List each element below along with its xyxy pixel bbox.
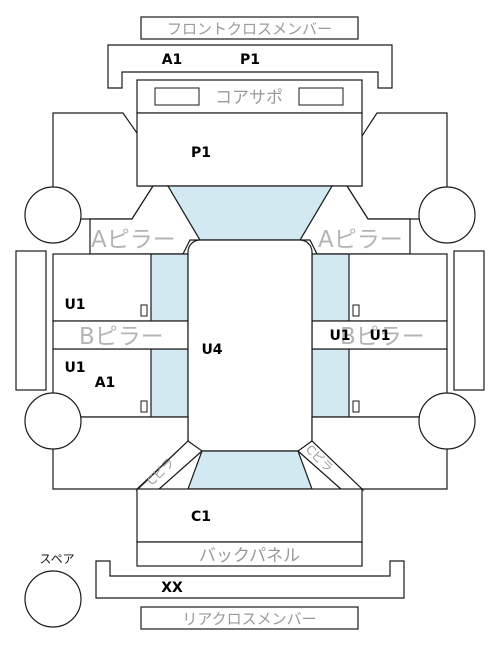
left-rear-door-handle — [140, 400, 148, 413]
left-side-mirror[interactable] — [15, 250, 47, 391]
roof-code: U4 — [201, 342, 222, 358]
left-front-door-handle — [140, 304, 148, 317]
right-rear-window — [311, 348, 350, 418]
left-front-door-code: U1 — [64, 297, 85, 313]
right-front-window — [311, 253, 350, 322]
right-b-pillar-label: Bピラー — [340, 324, 425, 350]
front-right-wheel[interactable] — [418, 186, 476, 244]
left-rear-window — [150, 348, 189, 418]
core-support-label: コアサポ — [215, 88, 283, 108]
rear-member-bracket[interactable] — [95, 560, 405, 599]
right-rear-door-handle — [352, 400, 360, 413]
rear-right-wheel[interactable] — [418, 392, 476, 450]
front-member-bracket[interactable] — [107, 44, 393, 89]
spare-label: スペア — [39, 552, 74, 566]
left-a-pillar-label: Aピラー — [91, 227, 176, 253]
front-cross-member-label: フロントクロスメンバー — [167, 20, 332, 38]
front-member-code-a: A1 — [162, 52, 183, 68]
right-headlight — [298, 87, 344, 106]
trunk-lid[interactable] — [136, 488, 363, 543]
right-side-mirror[interactable] — [453, 250, 485, 391]
rear-member-code: XX — [161, 580, 183, 596]
right-front-door-handle — [352, 304, 360, 317]
right-a-pillar-label: Aピラー — [318, 227, 403, 253]
back-panel-label: バックパネル — [199, 546, 300, 566]
left-front-window — [150, 253, 189, 322]
left-rear-door-code-u: U1 — [64, 360, 85, 376]
left-b-pillar[interactable] — [52, 320, 189, 350]
left-b-pillar-label: Bピラー — [79, 324, 164, 350]
rear-window — [187, 450, 313, 490]
hood-panel[interactable] — [136, 112, 363, 187]
front-cross-member-box[interactable] — [140, 16, 359, 40]
front-left-wheel[interactable] — [24, 186, 82, 244]
rear-cross-member-box[interactable] — [140, 606, 359, 630]
right-front-door-code: U1 — [329, 328, 350, 344]
left-headlight — [154, 87, 200, 106]
right-rear-door-code: U1 — [369, 328, 390, 344]
back-panel[interactable] — [136, 541, 363, 567]
spare-tire[interactable] — [24, 570, 82, 628]
left-rear-door-code-a: A1 — [95, 375, 116, 391]
trunk-code: C1 — [191, 509, 211, 525]
hood-code: P1 — [191, 145, 211, 161]
rear-cross-member-label: リアクロスメンバー — [182, 610, 316, 628]
rear-left-wheel[interactable] — [24, 392, 82, 450]
front-member-code-p: P1 — [240, 52, 260, 68]
